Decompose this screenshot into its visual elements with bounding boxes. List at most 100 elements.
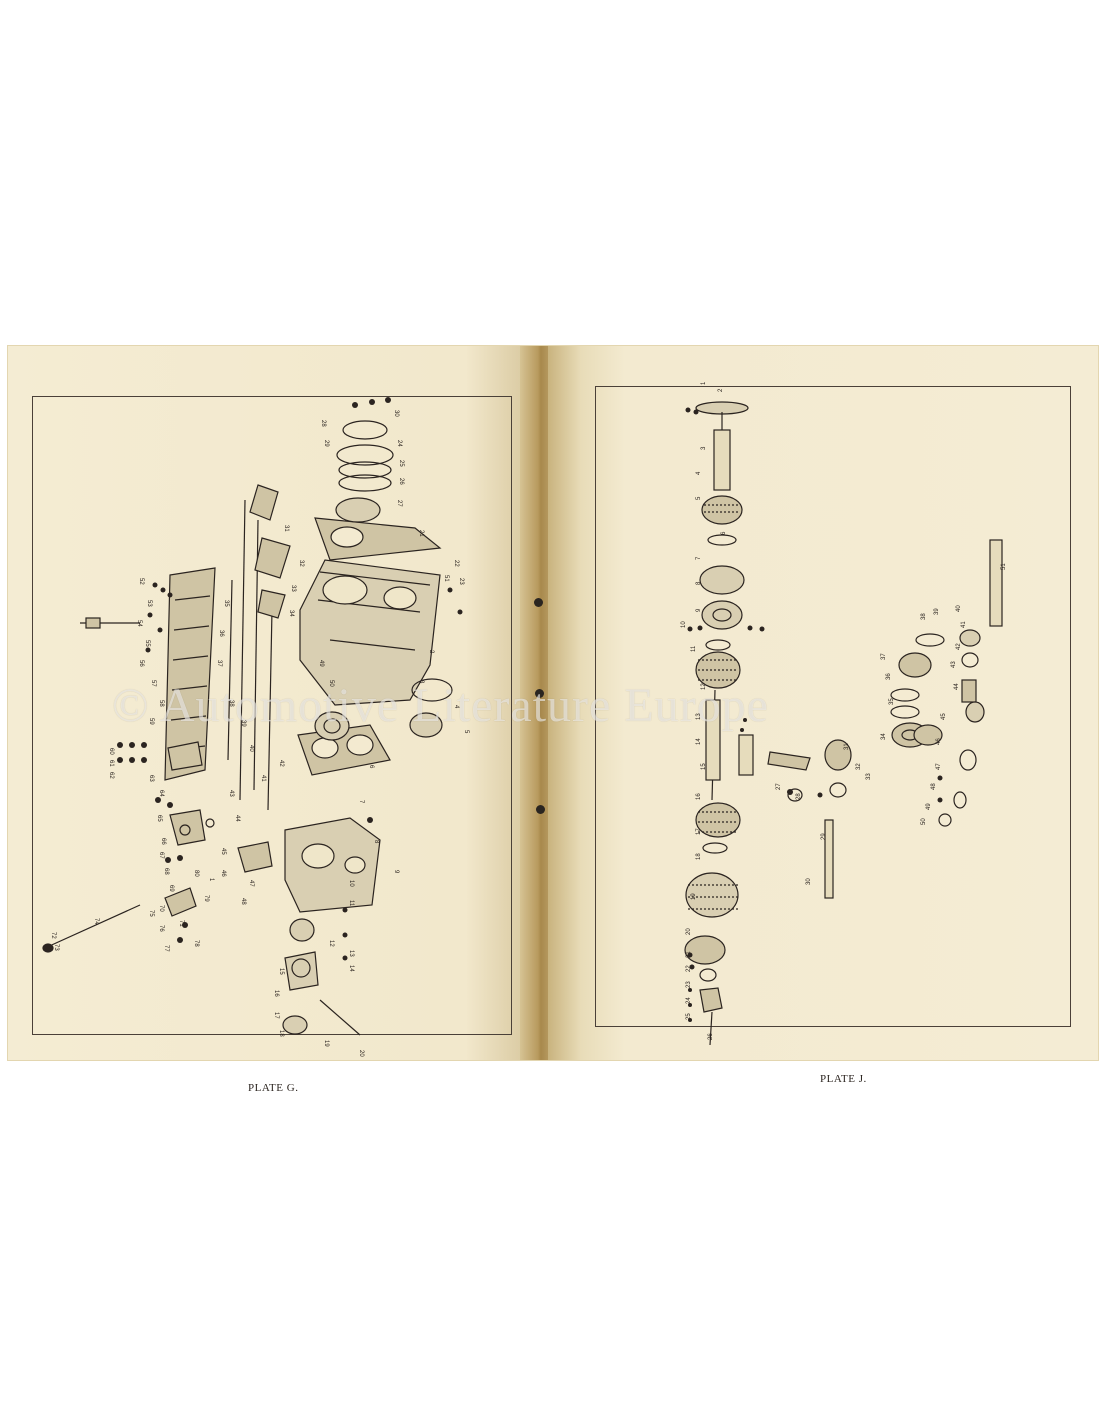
callout-number: 80 — [193, 870, 199, 877]
plate-g-illustration — [42, 420, 453, 1036]
callout-number: 4 — [696, 471, 702, 475]
callout-number: 34 — [288, 610, 294, 617]
callout-number: 30 — [393, 410, 399, 417]
callout-number: 26 — [708, 1033, 714, 1040]
left-page — [8, 346, 528, 1060]
callout-number: 60 — [108, 748, 114, 755]
callout-number: 43 — [228, 790, 234, 797]
callout-number: 65 — [156, 815, 162, 822]
callout-number: 66 — [160, 838, 166, 845]
callout-number: 30 — [806, 878, 812, 885]
callout-number: 23 — [686, 981, 692, 988]
callout-number: 59 — [148, 718, 154, 725]
callout-number: 52 — [138, 578, 144, 585]
callout-number: 45 — [220, 848, 226, 855]
callout-number: 58 — [158, 700, 164, 707]
callout-number: 2 — [718, 388, 724, 392]
callout-number: 77 — [163, 945, 169, 952]
callout-number: 57 — [150, 680, 156, 687]
plate-j-caption: PLATE J. — [820, 1073, 867, 1085]
callout-number: 75 — [148, 910, 154, 917]
callout-number: 14 — [696, 738, 702, 745]
callout-number: 18 — [696, 853, 702, 860]
callout-number: 37 — [881, 653, 887, 660]
callout-number: 49 — [318, 660, 324, 667]
plate-j-illustration — [684, 401, 1003, 1046]
callout-number: 21 — [686, 951, 692, 958]
callout-number: 10 — [681, 621, 687, 628]
book-spread — [8, 346, 1098, 1060]
watermark: © Automotive Literature Europe — [112, 679, 769, 732]
callout-number: 44 — [234, 815, 240, 822]
callout-number: 18 — [278, 1030, 284, 1037]
callout-number: 22 — [686, 965, 692, 972]
callout-number: 6 — [368, 765, 374, 769]
plate-g-caption: PLATE G. — [248, 1082, 299, 1094]
callout-number: 53 — [146, 600, 152, 607]
callout-number: 36 — [886, 673, 892, 680]
callout-number: 38 — [228, 700, 234, 707]
callout-number: 42 — [278, 760, 284, 767]
callout-number: 15 — [701, 763, 707, 770]
callout-number: 17 — [273, 1012, 279, 1019]
callout-number: 21 — [418, 530, 424, 537]
callout-number: 46 — [220, 870, 226, 877]
callout-number: 70 — [158, 905, 164, 912]
callout-number: 68 — [163, 868, 169, 875]
callout-number: 40 — [248, 745, 254, 752]
plate-j-small-parts — [685, 407, 943, 1022]
callout-number: 16 — [273, 990, 279, 997]
callout-number: 8 — [696, 581, 702, 585]
callout-number: 48 — [931, 783, 937, 790]
callout-number: 39 — [240, 720, 246, 727]
callout-number: 25 — [398, 460, 404, 467]
callout-number: 19 — [691, 893, 697, 900]
callout-number: 15 — [278, 968, 284, 975]
callout-number: 41 — [961, 621, 967, 628]
callout-number: 26 — [398, 478, 404, 485]
callout-number: 38 — [921, 613, 927, 620]
callout-number: 20 — [686, 928, 692, 935]
callout-number: 28 — [796, 793, 802, 800]
callout-number: 24 — [396, 440, 402, 447]
callout-number: 44 — [954, 683, 960, 690]
callout-number: 61 — [108, 760, 114, 767]
callout-number: 69 — [168, 885, 174, 892]
callout-number: 62 — [108, 772, 114, 779]
callout-number: 9 — [696, 608, 702, 612]
callout-number: 25 — [686, 1013, 692, 1020]
callout-number: 51 — [443, 575, 449, 582]
callout-number: 35 — [889, 698, 895, 705]
callout-number: 11 — [691, 645, 697, 652]
callout-number: 6 — [721, 531, 727, 535]
callout-number: 33 — [866, 773, 872, 780]
callout-number: 27 — [776, 783, 782, 790]
callout-number: 7 — [696, 556, 702, 560]
plate-j-frame — [595, 386, 1071, 1027]
callout-number: 63 — [148, 775, 154, 782]
callout-number: 43 — [951, 661, 957, 668]
callout-number: 2 — [428, 650, 434, 654]
callout-number: 24 — [686, 997, 692, 1004]
callout-number: 5 — [696, 496, 702, 500]
callout-number: 17 — [696, 828, 702, 835]
callout-number: 73 — [53, 944, 59, 951]
callout-number: 36 — [218, 630, 224, 637]
callout-number: 56 — [138, 660, 144, 667]
right-page — [548, 346, 1098, 1060]
callout-number: 51 — [1001, 563, 1007, 570]
callout-number: 28 — [320, 420, 326, 427]
callout-number: 45 — [941, 713, 947, 720]
binder-hole-middle — [535, 689, 544, 698]
callout-number: 32 — [856, 763, 862, 770]
callout-number: 35 — [223, 600, 229, 607]
callout-number: 7 — [358, 800, 364, 804]
callout-number: 64 — [158, 790, 164, 797]
callout-number: 48 — [240, 898, 246, 905]
plate-g-frame — [32, 396, 512, 1035]
callout-number: 13 — [696, 713, 702, 720]
callout-number: 46 — [936, 738, 942, 745]
